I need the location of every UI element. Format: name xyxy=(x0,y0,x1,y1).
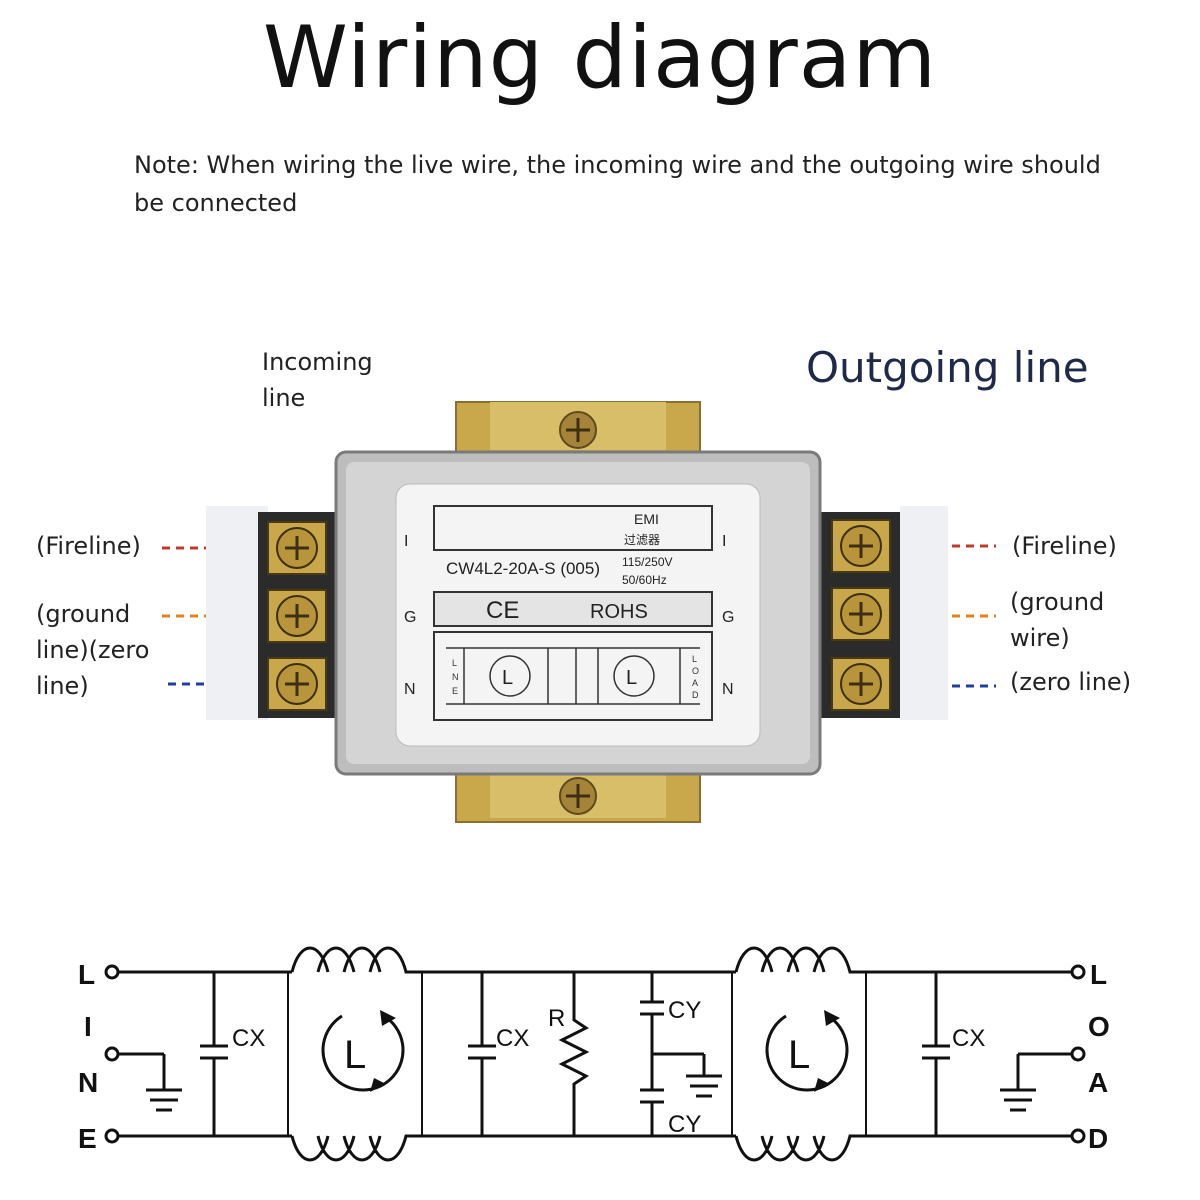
terminal-left-g: G xyxy=(404,609,416,626)
plate-emi-text: EMI xyxy=(634,511,659,527)
schematic-terminals xyxy=(104,964,1086,1144)
resistor-label: R xyxy=(548,1005,565,1032)
choke-coil-bottom-right xyxy=(734,1134,862,1162)
plate-left-letter: L xyxy=(452,658,457,668)
terminal-right-i: I xyxy=(722,533,726,550)
coil-label-left: L xyxy=(344,1033,366,1077)
plate-voltage-text: 115/250V xyxy=(622,555,673,569)
right-ground-label: (ground wire) xyxy=(1010,588,1105,652)
filter-housing xyxy=(334,450,822,776)
line-letter-e: E xyxy=(78,1123,97,1154)
plate-emi-cn-text: 过滤器 xyxy=(624,533,660,547)
left-terminal-block xyxy=(206,506,338,720)
line-letter-l: L xyxy=(78,959,95,990)
cx-label-right: CX xyxy=(952,1025,985,1052)
right-fireline-label: (Fireline) xyxy=(1012,532,1117,560)
right-zero-line-label: (zero line) xyxy=(1010,668,1132,696)
cx-label-mid: CX xyxy=(496,1025,529,1052)
terminal-left-n: N xyxy=(404,681,416,698)
coil-flux-loop-left xyxy=(321,1014,405,1092)
plate-right-letter: A xyxy=(692,678,698,688)
cx-label-left: CX xyxy=(232,1025,265,1052)
choke-coil-bottom-left xyxy=(290,1134,418,1162)
left-fireline-label: (Fireline) xyxy=(36,532,141,560)
bottom-mount-bracket xyxy=(455,769,701,823)
line-letter-i: I xyxy=(84,1011,92,1042)
plate-coil-label: L xyxy=(502,667,513,689)
wiring-note: Note: When wiring the live wire, the inc… xyxy=(134,151,1101,217)
plate-right-letter: D xyxy=(692,690,699,700)
circuit-schematic xyxy=(118,946,1072,1162)
right-terminal-block xyxy=(820,506,948,720)
top-mount-bracket xyxy=(455,401,701,461)
page-title: Wiring diagram xyxy=(262,8,938,108)
flux-arrows xyxy=(370,1010,840,1092)
coil-label-right: L xyxy=(788,1033,810,1077)
load-letter-a: A xyxy=(1088,1067,1108,1098)
ce-mark: CE xyxy=(486,597,519,624)
coil-flux-loop-right xyxy=(765,1014,849,1092)
resistor-symbol xyxy=(558,972,590,1136)
plate-left-letter: N xyxy=(452,672,459,682)
plate-schematic xyxy=(446,647,700,705)
incoming-line-label: Incoming line xyxy=(262,348,373,412)
line-letter-n: N xyxy=(78,1067,98,1098)
left-ground-zero-label: (ground line)(zero line) xyxy=(36,600,150,700)
load-letter-d: D xyxy=(1088,1123,1108,1154)
cy-label-bottom: CY xyxy=(668,1111,701,1138)
cy-label-top: CY xyxy=(668,997,701,1024)
choke-coil-top-left xyxy=(290,946,418,974)
load-letter-o: O xyxy=(1088,1011,1110,1042)
plate-right-letter: O xyxy=(692,666,699,676)
outgoing-line-label: Outgoing line xyxy=(806,343,1089,392)
plate-right-letter: L xyxy=(692,654,697,664)
plate-left-letter: E xyxy=(452,686,458,696)
terminal-right-n: N xyxy=(722,681,734,698)
plate-freq-text: 50/60Hz xyxy=(622,573,667,587)
terminal-left-i: I xyxy=(404,533,408,550)
choke-coil-top-right xyxy=(734,946,862,974)
load-letter-l: L xyxy=(1090,959,1107,990)
rohs-mark: ROHS xyxy=(590,601,648,623)
plate-model-text: CW4L2-20A-S (005) xyxy=(446,559,600,578)
terminal-right-g: G xyxy=(722,609,734,626)
plate-coil-label: L xyxy=(626,667,637,689)
